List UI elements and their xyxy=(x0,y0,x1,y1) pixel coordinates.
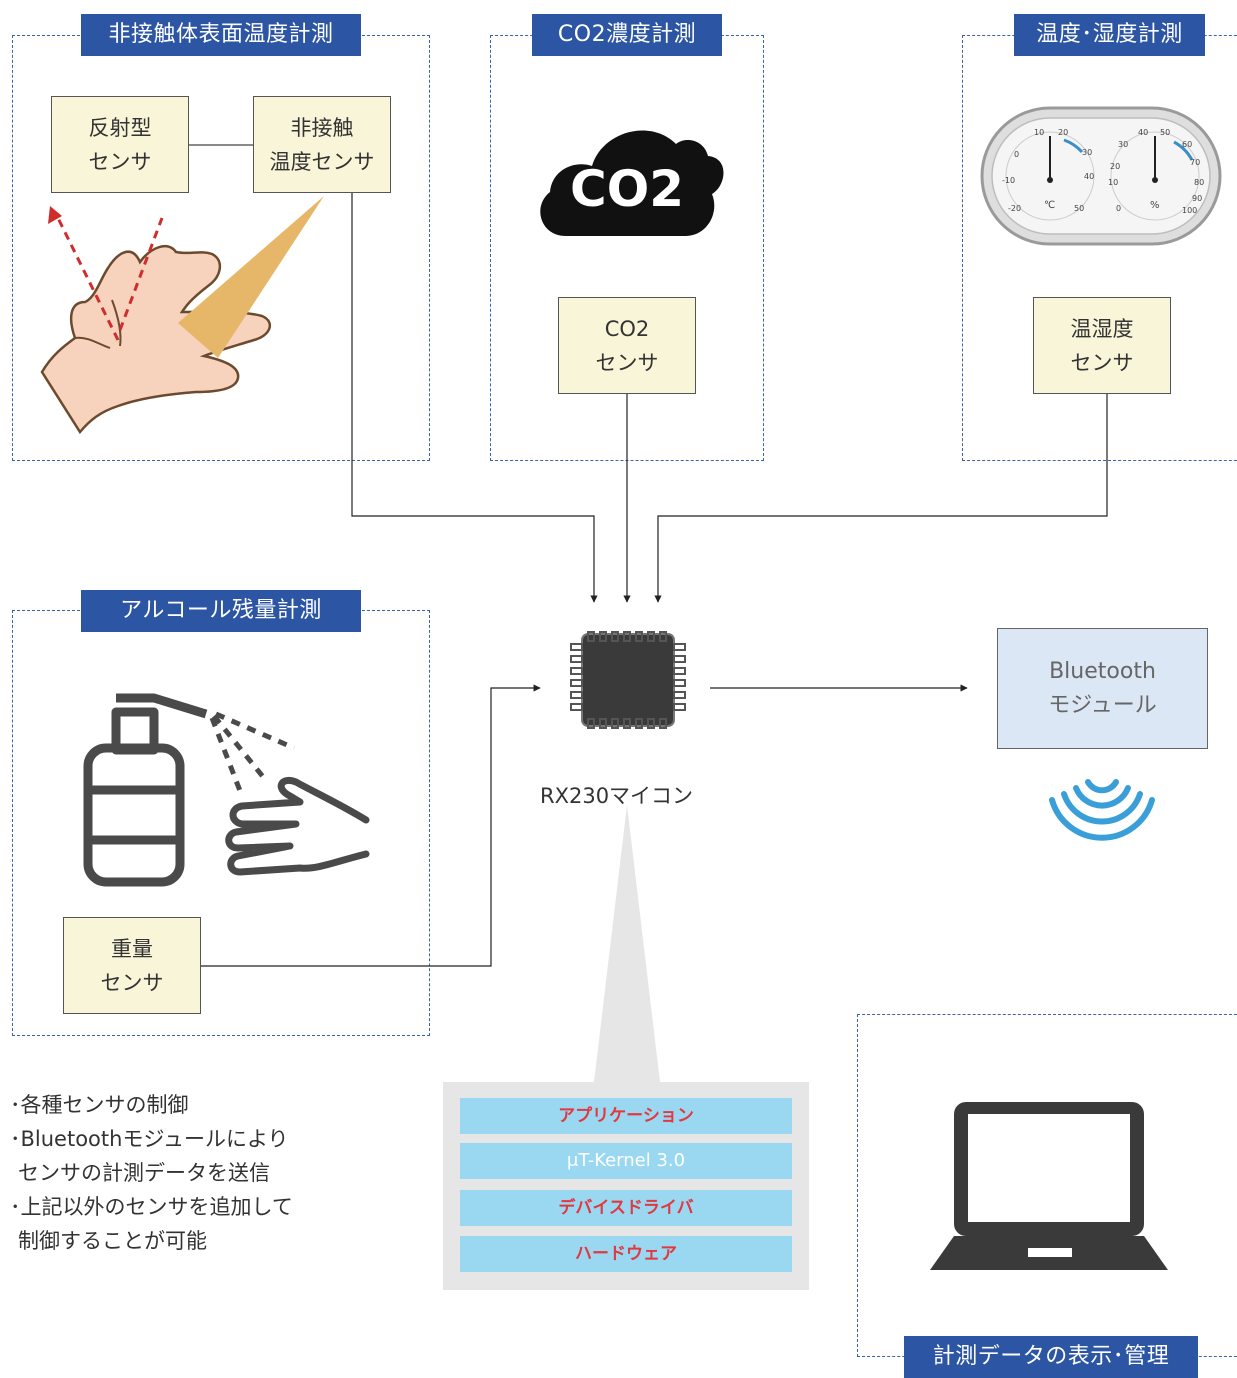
hand-icon xyxy=(40,244,272,435)
sensor-beam xyxy=(178,196,324,358)
link-noncontact-to-mcu xyxy=(351,193,598,603)
reflective-sensor-node: 反射型 センサ xyxy=(51,96,189,193)
mcu-chip-icon xyxy=(570,631,686,729)
note-line: ･Bluetoothモジュールにより xyxy=(10,1127,289,1151)
noncontact-temperature-sensor-node: 非接触 温度センサ xyxy=(253,96,391,193)
stack-layer-device-driver: デバイスドライバ xyxy=(460,1190,792,1226)
co2-sensor-node: CO2 センサ xyxy=(558,297,696,394)
sanitizer-bottle-icon xyxy=(83,693,208,887)
reflect-ray-right xyxy=(118,217,164,331)
reflect-ray-left xyxy=(54,213,120,341)
mcu-label: RX230マイコン xyxy=(540,784,694,808)
note-line: ･各種センサの制御 xyxy=(10,1093,189,1117)
group-title-alcohol: アルコール残量計測 xyxy=(81,590,361,632)
spray-mist-icon xyxy=(209,711,295,797)
note-line: 制御することが可能 xyxy=(18,1229,207,1253)
thermo-hygrometer-icon xyxy=(980,106,1222,246)
temperature-dial-scale: 10 20 30 0 40 -10 -20 50 ℃ xyxy=(1002,128,1095,213)
stack-layer-application: アプリケーション xyxy=(460,1098,792,1134)
receiving-hand-icon xyxy=(225,777,370,876)
group-title-temperature-noncontact: 非接触体表面温度計測 xyxy=(81,14,361,56)
co2-cloud-label: CO2 xyxy=(570,160,684,218)
group-title-co2: CO2濃度計測 xyxy=(532,14,722,56)
weight-sensor-node: 重量 センサ xyxy=(63,917,201,1014)
feature-notes: ･各種センサの制御 ･Bluetoothモジュールにより センサの計測データを送… xyxy=(10,1088,293,1258)
temp-humidity-sensor-node: 温湿度 センサ xyxy=(1033,297,1171,394)
co2-cloud-icon xyxy=(540,130,724,236)
stack-callout xyxy=(594,805,660,1082)
laptop-icon xyxy=(930,1102,1168,1270)
stack-layer-hardware: ハードウェア xyxy=(460,1236,792,1272)
link-weight-to-mcu xyxy=(201,684,541,967)
stack-layer-os: μT-Kernel 3.0 xyxy=(460,1143,792,1179)
bluetooth-wave-icon xyxy=(1049,779,1155,841)
note-line: ･上記以外のセンサを追加して xyxy=(10,1195,293,1219)
group-title-temp-humidity: 温度･湿度計測 xyxy=(1014,14,1205,56)
bluetooth-module-node: Bluetooth モジュール xyxy=(997,628,1208,749)
humidity-dial-scale: 40 50 30 60 20 70 10 80 90 0 100 % xyxy=(1108,128,1205,215)
group-title-display: 計測データの表示･管理 xyxy=(904,1336,1198,1378)
note-line: センサの計測データを送信 xyxy=(18,1161,270,1185)
link-temphum-to-mcu xyxy=(654,394,1108,603)
